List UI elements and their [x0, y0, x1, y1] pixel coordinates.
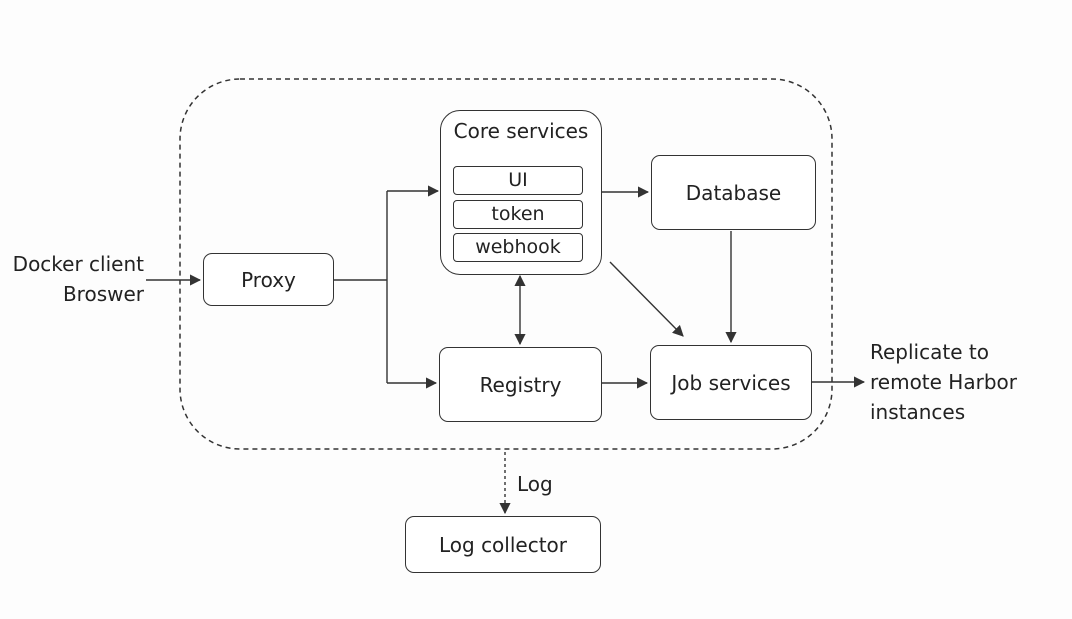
- edge-core-to-job-services: [609, 261, 684, 337]
- proxy-label: Proxy: [241, 267, 296, 292]
- client-line-2: Broswer: [62, 282, 144, 306]
- proxy-node: Proxy: [203, 253, 334, 306]
- client-line-1: Docker client: [12, 252, 144, 276]
- replicate-line-2: remote Harbor: [870, 370, 1017, 394]
- job-services-label: Job services: [671, 370, 791, 395]
- log-collector-node: Log collector: [405, 516, 601, 573]
- core-component-token-label: token: [491, 203, 545, 225]
- log-edge-label: Log: [517, 472, 553, 496]
- database-node: Database: [651, 155, 816, 230]
- system-boundary: [179, 78, 833, 450]
- core-services-title: Core services: [453, 119, 589, 143]
- replicate-line-3: instances: [870, 400, 966, 424]
- core-services-node: Core services UI token webhook: [440, 110, 602, 275]
- registry-node: Registry: [439, 347, 602, 422]
- database-label: Database: [685, 180, 782, 205]
- job-services-node: Job services: [650, 345, 812, 420]
- core-component-ui: UI: [453, 166, 583, 195]
- client-label: Docker client Broswer: [8, 249, 144, 309]
- core-component-token: token: [453, 200, 583, 229]
- core-component-webhook-label: webhook: [475, 236, 561, 258]
- core-component-ui-label: UI: [508, 169, 528, 191]
- log-collector-label: Log collector: [438, 532, 568, 557]
- registry-label: Registry: [479, 372, 562, 397]
- replicate-label: Replicate to remote Harbor instances: [870, 337, 1060, 427]
- replicate-line-1: Replicate to: [870, 340, 989, 364]
- core-component-webhook: webhook: [453, 233, 583, 262]
